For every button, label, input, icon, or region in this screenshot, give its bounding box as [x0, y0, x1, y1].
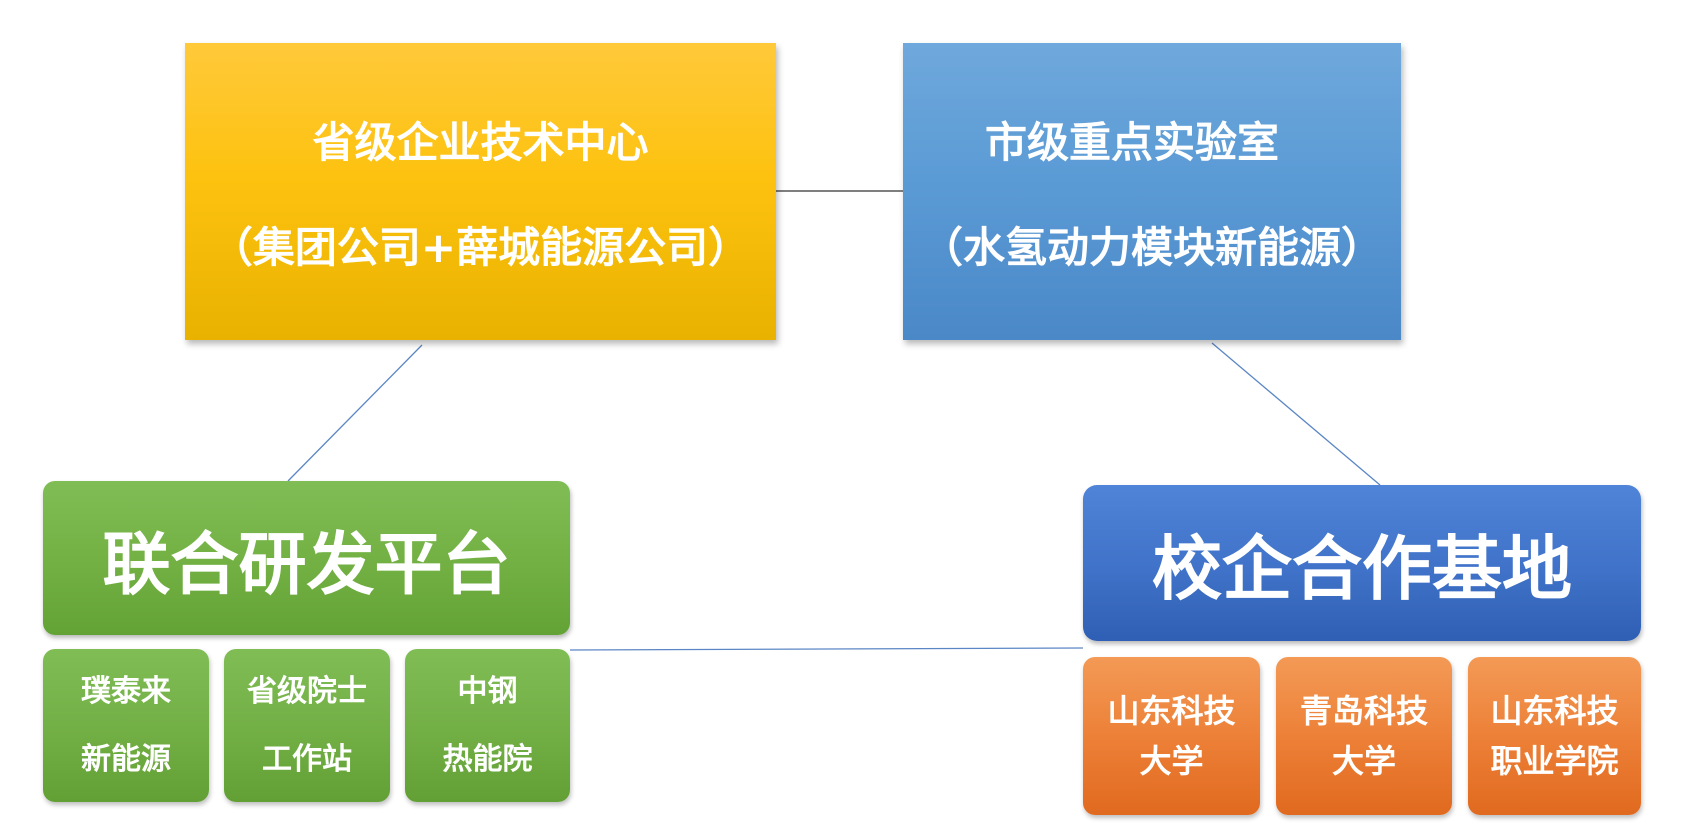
member-line1: 山东科技 — [1107, 692, 1236, 730]
school-member-sd-vocational: 山东科技 职业学院 — [1468, 657, 1641, 815]
provincial-tech-center-title: 省级企业技术中心 — [312, 117, 649, 167]
school-enterprise-base-title: 校企合作基地 — [1152, 527, 1572, 610]
member-line2: 职业学院 — [1490, 742, 1619, 780]
municipal-key-lab-title: 市级重点实验室 — [984, 117, 1279, 167]
joint-rd-platform-title: 联合研发平台 — [102, 525, 511, 605]
member-line1: 山东科技 — [1490, 692, 1619, 730]
member-line1: 青岛科技 — [1299, 692, 1428, 730]
member-line1: 中钢 — [457, 673, 518, 709]
joint-rd-member-sinosteel: 中钢 热能院 — [405, 649, 570, 802]
school-member-sdust: 山东科技 大学 — [1083, 657, 1260, 815]
member-line1: 省级院士 — [247, 673, 367, 709]
member-line1: 璞泰来 — [81, 673, 171, 709]
joint-rd-member-academician-station: 省级院士 工作站 — [224, 649, 390, 802]
member-line2: 热能院 — [442, 741, 533, 777]
provincial-tech-center-box: 省级企业技术中心 （集团公司+薛城能源公司） — [185, 43, 776, 340]
joint-rd-platform-box: 联合研发平台 — [43, 481, 570, 635]
provincial-tech-center-subtitle: （集团公司+薛城能源公司） — [210, 222, 751, 272]
member-line2: 新能源 — [81, 741, 171, 777]
member-line2: 工作站 — [262, 741, 352, 777]
municipal-key-lab-subtitle: （水氢动力模块新能源） — [920, 222, 1383, 272]
connector-joint-rd-to-school — [569, 647, 1084, 651]
municipal-key-lab-box: 市级重点实验室 （水氢动力模块新能源） — [903, 43, 1401, 340]
joint-rd-member-putailai: 璞泰来 新能源 — [43, 649, 209, 802]
connector-center-to-joint-rd — [287, 344, 423, 482]
member-line2: 大学 — [1139, 742, 1204, 780]
member-line2: 大学 — [1331, 742, 1396, 780]
connector-lab-to-school — [1211, 342, 1381, 486]
school-enterprise-base-box: 校企合作基地 — [1083, 485, 1641, 641]
school-member-qust: 青岛科技 大学 — [1276, 657, 1452, 815]
